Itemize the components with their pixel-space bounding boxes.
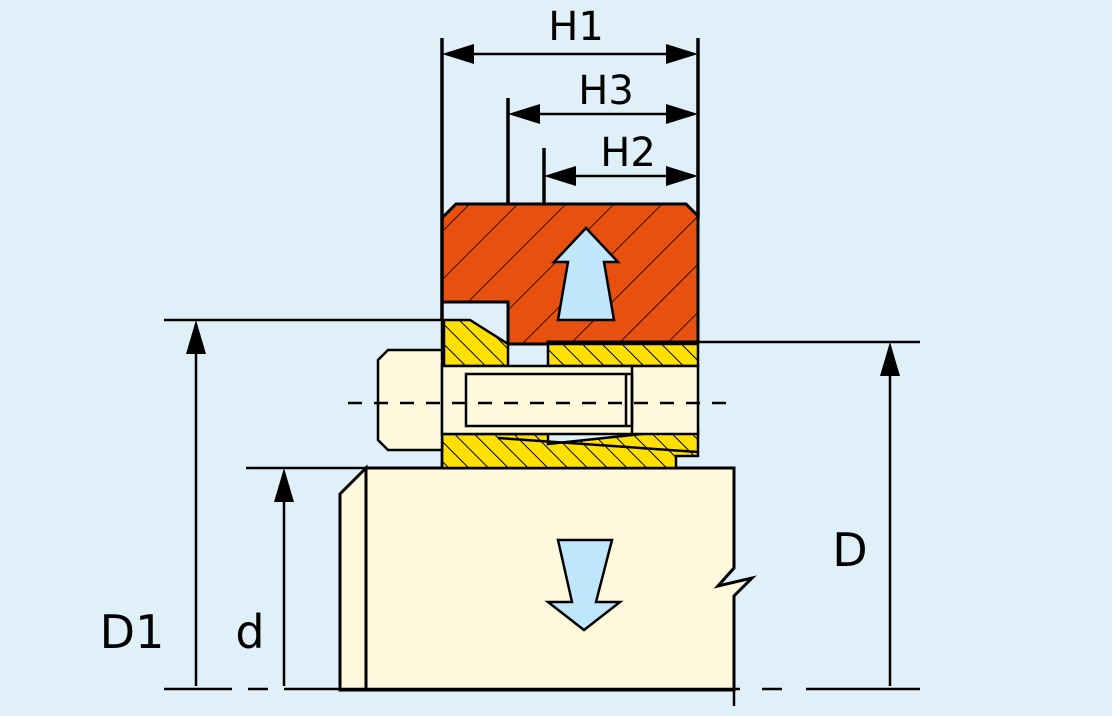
label-H1: H1: [548, 4, 604, 50]
shaft-force-arrow-down: [544, 538, 624, 632]
arrowhead-H1-left: [442, 44, 474, 64]
dimension-D: D: [698, 340, 920, 686]
arrowhead-D1-top: [186, 320, 206, 354]
dimension-H2: H2: [542, 130, 698, 204]
shaft: [338, 464, 757, 692]
dimension-H3: H3: [506, 68, 698, 204]
label-H2: H2: [600, 130, 656, 176]
outer-ring-hatching-right: [546, 342, 700, 368]
label-D: D: [832, 523, 867, 577]
dimension-d: d: [235, 466, 366, 686]
arrowhead-H1-right: [666, 44, 698, 64]
dimension-H1: H1: [440, 4, 700, 320]
clamping-screw: [348, 348, 734, 452]
dimension-D1: D1: [100, 318, 442, 686]
screw-thread: [464, 372, 634, 428]
arrowhead-d-top: [274, 468, 294, 502]
hub-force-arrow-up: [551, 226, 621, 322]
outer-ring-hatching-left: [442, 318, 510, 368]
arrowhead-H3-right: [666, 104, 698, 124]
arrowhead-H2-right: [666, 166, 698, 186]
shaft-chamfer: [338, 464, 368, 692]
label-H3: H3: [578, 68, 634, 114]
shaft-body: [364, 466, 757, 692]
arrowhead-H3-left: [508, 104, 540, 124]
arrowhead-H2-left: [544, 166, 576, 186]
taper-line: [497, 436, 699, 454]
label-d: d: [235, 605, 264, 659]
axis-line: [164, 687, 920, 706]
label-D1: D1: [100, 605, 165, 659]
screw-head: [376, 348, 444, 452]
arrowhead-D-top: [880, 342, 900, 376]
